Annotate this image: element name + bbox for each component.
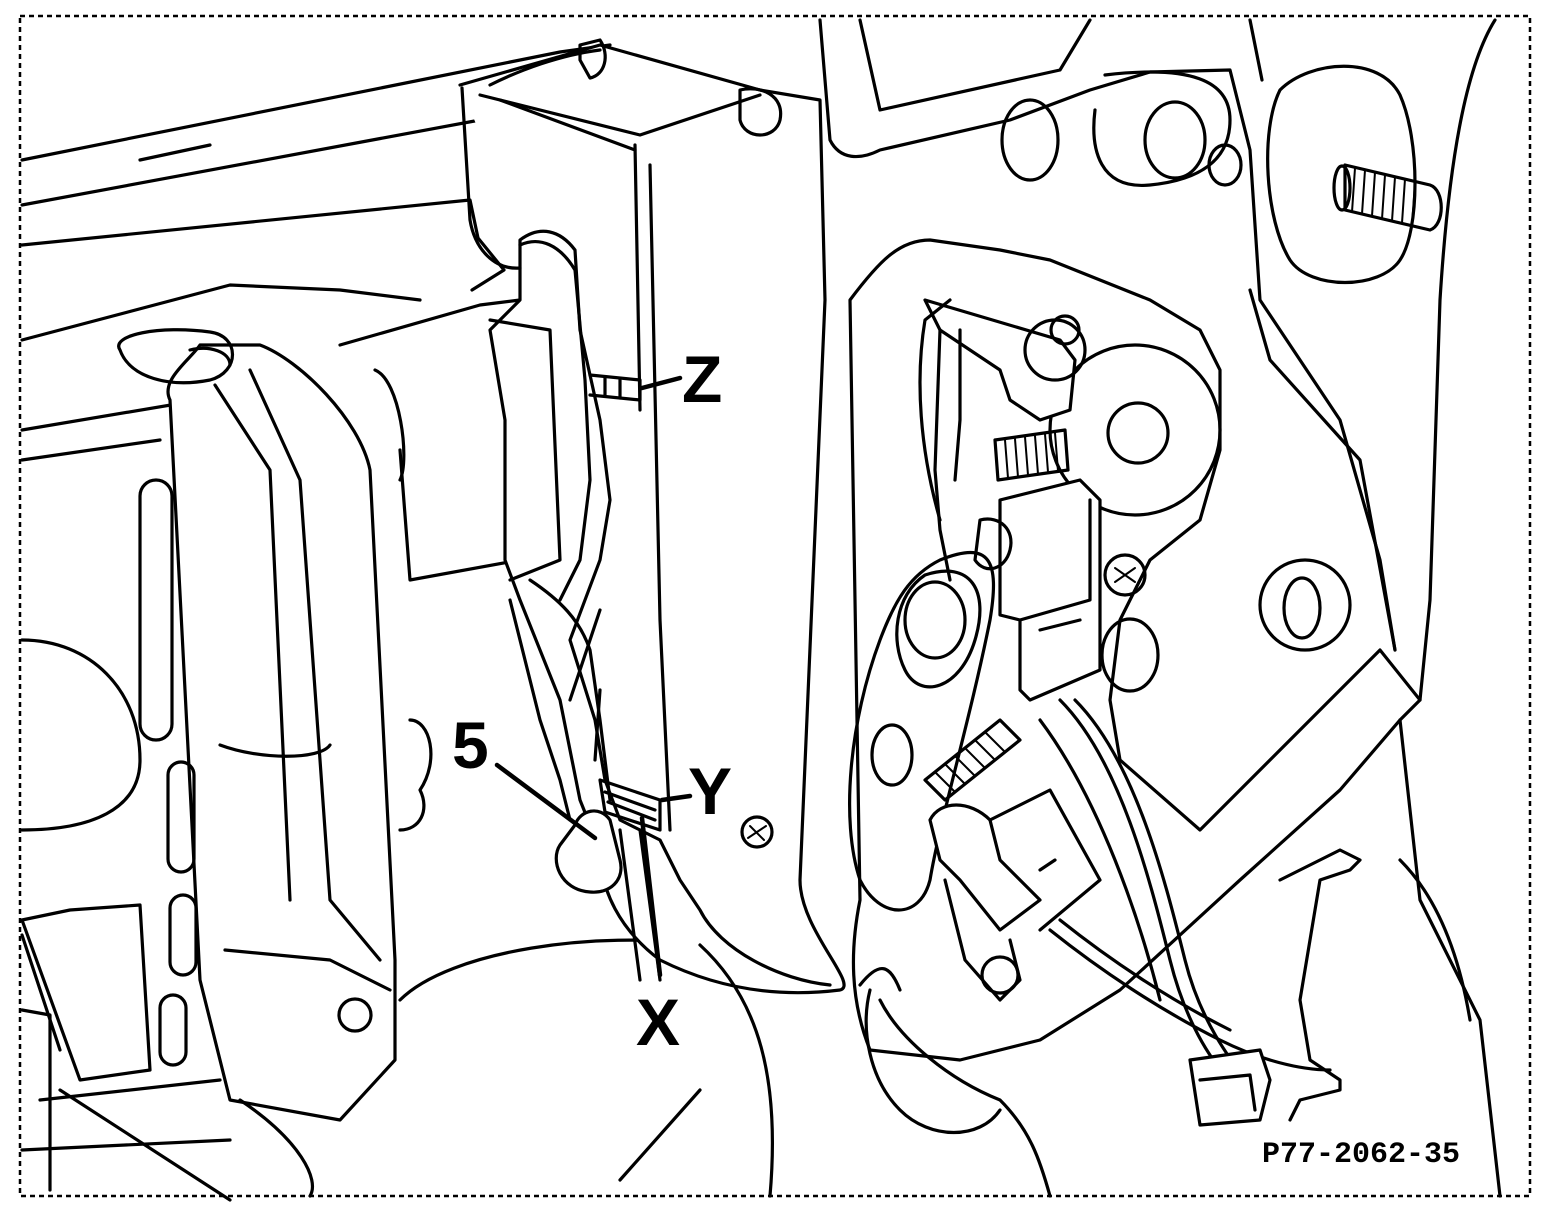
leader-y bbox=[659, 793, 693, 803]
seat-frame bbox=[20, 43, 702, 1202]
leader-z bbox=[639, 375, 683, 391]
callout-5: 5 bbox=[452, 708, 489, 782]
spring-upper bbox=[993, 428, 1070, 482]
spring-lower bbox=[923, 718, 1022, 802]
callout-z: Z bbox=[682, 342, 722, 416]
stud-bolt bbox=[1266, 64, 1443, 285]
center-bracket bbox=[458, 38, 846, 995]
dashed-border bbox=[18, 14, 1532, 1198]
callout-y: Y bbox=[688, 754, 732, 828]
callout-x: X bbox=[636, 985, 680, 1059]
mechanism-plate bbox=[698, 18, 1502, 1198]
leader-5 bbox=[494, 762, 598, 841]
callout-leaders bbox=[494, 375, 693, 978]
figure-id: P77-2062-35 bbox=[1262, 1138, 1460, 1172]
leader-x bbox=[639, 815, 663, 978]
